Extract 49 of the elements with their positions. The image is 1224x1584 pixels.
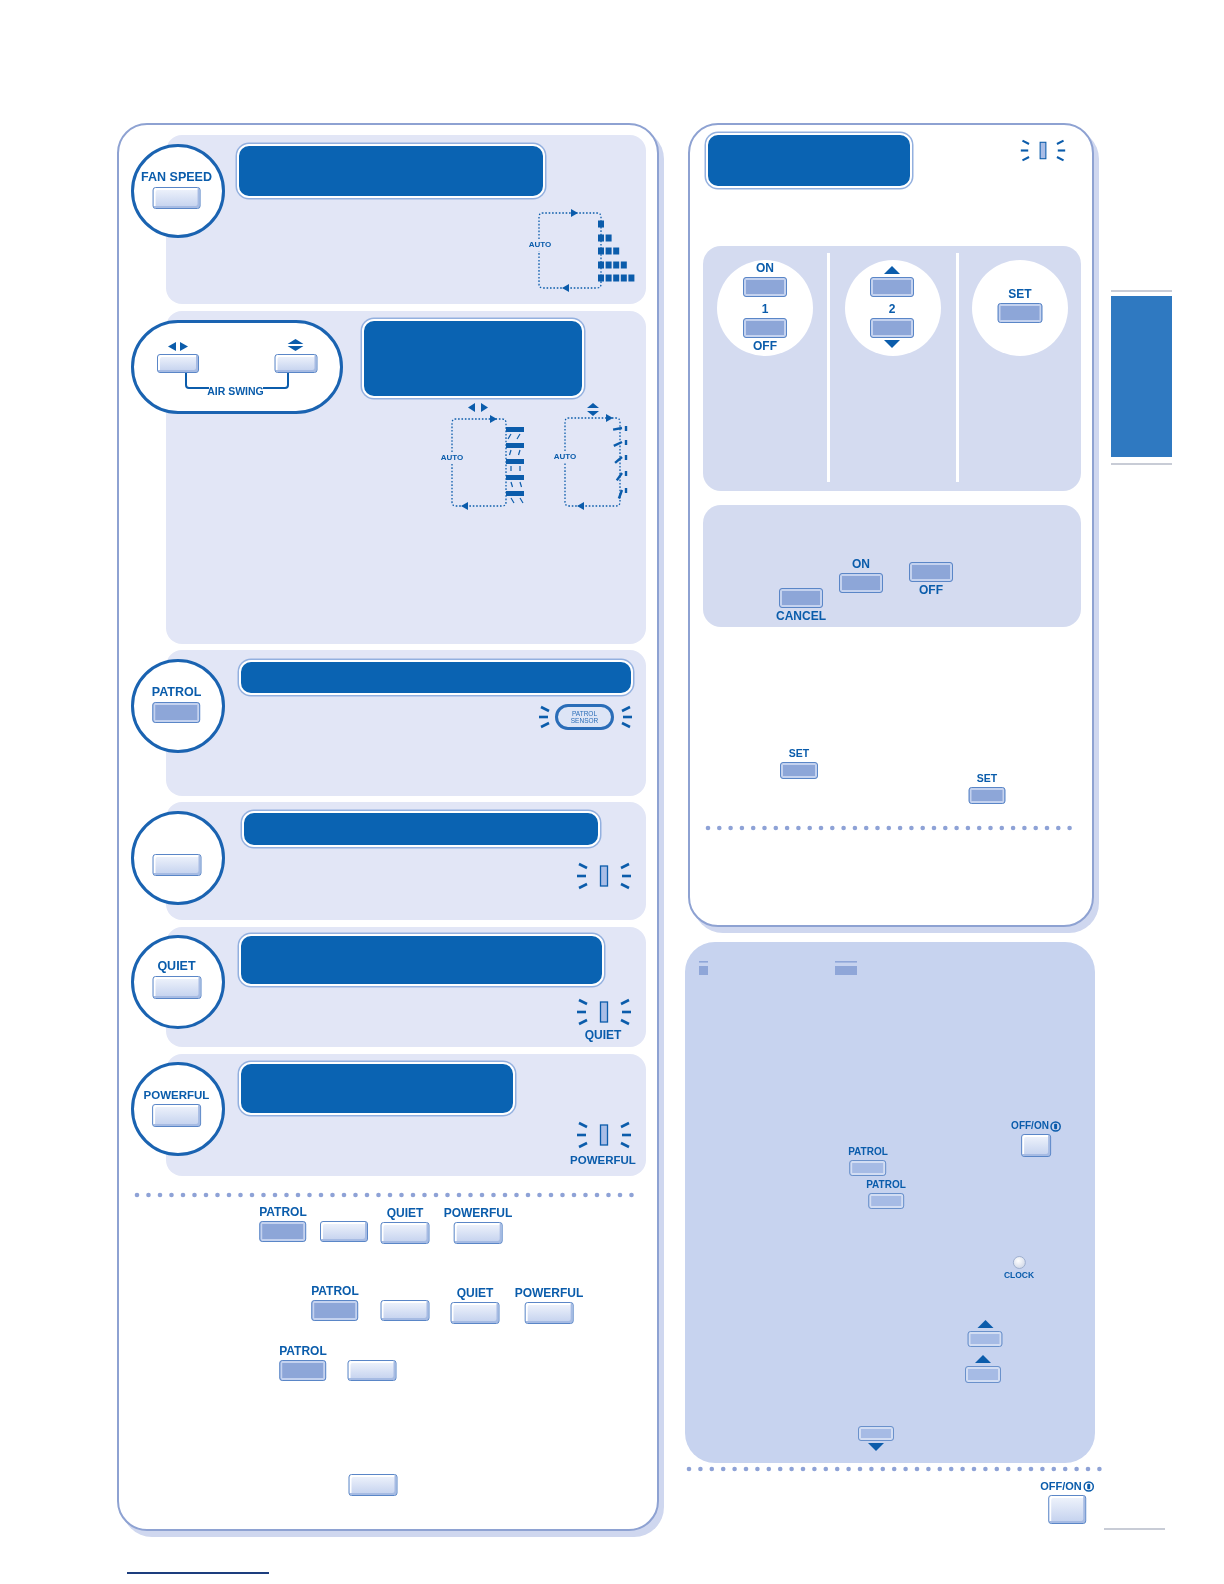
button-label: PATROL: [866, 1179, 906, 1191]
button-label: OFF/ON: [1011, 1120, 1049, 1132]
button-label: SET: [1008, 287, 1032, 301]
button-label: POWERFUL: [143, 1087, 210, 1102]
button-label: ON: [852, 557, 870, 571]
button-label: CANCEL: [776, 609, 826, 623]
section-panel: [703, 505, 1081, 627]
button-label: QUIET: [386, 1206, 424, 1220]
group-label: AIR SWING: [205, 384, 266, 397]
button-label: OFF/ON: [1040, 1480, 1082, 1493]
section-panel: [685, 942, 1095, 1463]
section-panel: [128, 135, 646, 304]
diagram-label: AUTO: [553, 452, 577, 462]
button-label: QUIET: [456, 1286, 494, 1300]
button-label: FAN SPEED: [141, 169, 212, 185]
heading-bar: [242, 811, 600, 847]
diagram-label: AUTO: [440, 453, 464, 463]
button-label: PATROL: [848, 1146, 888, 1158]
button-label: PATROL: [311, 1284, 359, 1298]
button-label: QUIET: [157, 958, 196, 974]
button-label: OFF: [919, 583, 943, 597]
chapter-tab: [1111, 296, 1172, 457]
heading-bar: [237, 144, 545, 198]
heading-bar: [239, 934, 604, 986]
button-label: CLOCK: [1003, 1270, 1035, 1280]
button-label: POWERFUL: [443, 1206, 513, 1220]
heading-bar: [239, 1062, 515, 1115]
heading-bar: [239, 660, 633, 695]
button-label: SET: [976, 772, 998, 785]
heading-bar: [706, 133, 912, 188]
section-panel: [128, 802, 646, 920]
indicator-label: POWERFUL: [570, 1153, 636, 1167]
indicator-label: QUIET: [584, 1028, 622, 1042]
section-panel: [703, 246, 1081, 491]
section-panel: [128, 650, 646, 796]
button-label: OFF: [753, 339, 777, 353]
section-panel: [128, 311, 646, 644]
button-label: PATROL: [279, 1344, 327, 1358]
button-label: POWERFUL: [514, 1286, 584, 1300]
button-label: SET: [788, 747, 810, 760]
section-panel: [128, 1054, 646, 1176]
heading-bar: [362, 319, 584, 398]
diagram-label: AUTO: [528, 240, 552, 250]
button-label: PATROL: [151, 684, 202, 700]
button-label: PATROL: [259, 1205, 307, 1219]
step-number: 2: [888, 302, 896, 316]
section-panel: [128, 927, 646, 1047]
button-label: ON: [756, 261, 774, 275]
step-number: 1: [761, 302, 769, 316]
